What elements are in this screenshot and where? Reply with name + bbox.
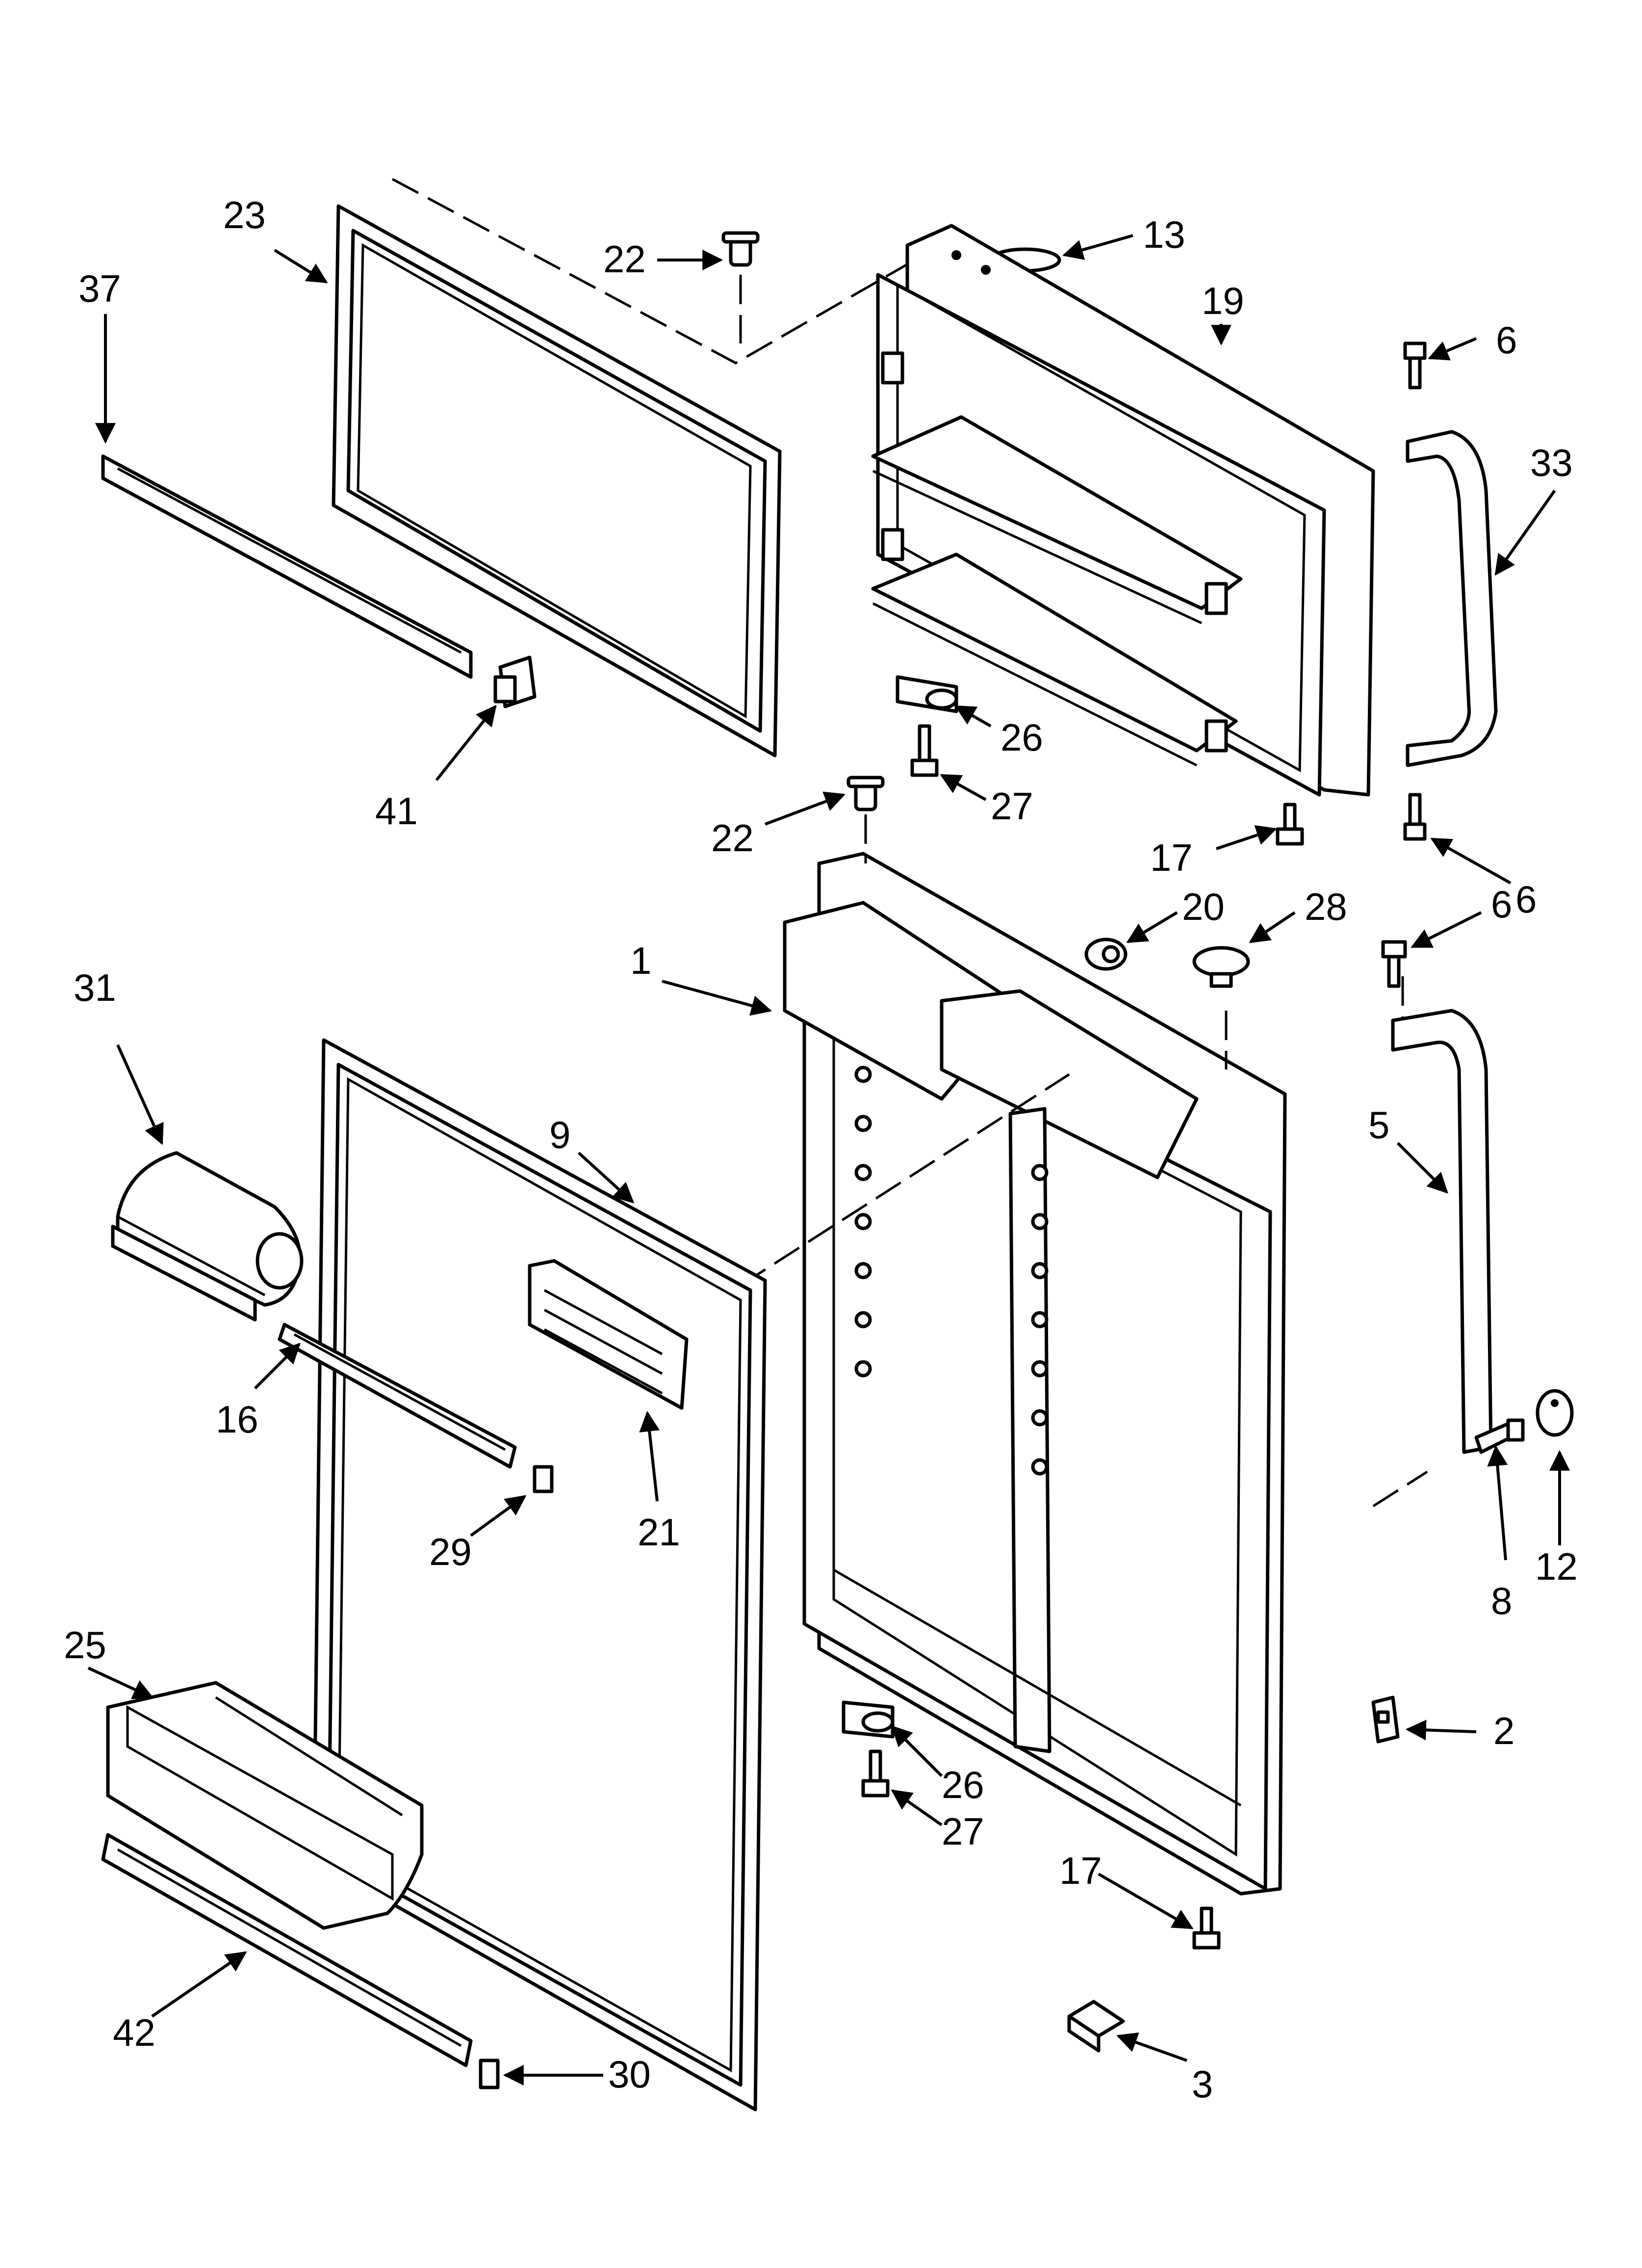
part-1-refrigerator-door — [783, 852, 1287, 1896]
callout-25: 25 — [64, 1623, 106, 1667]
callout-22-mid: 22 — [711, 816, 754, 860]
part-26-freezer-hinge-bracket — [896, 675, 958, 713]
callout-8: 8 — [1491, 1579, 1512, 1622]
callout-26-top: 26 — [1001, 716, 1043, 759]
part-22-top-plug — [721, 231, 760, 267]
fridge-alignment-line — [740, 814, 1428, 1508]
part-42-bin-rail — [101, 1833, 473, 2067]
part-19-freezer-door — [871, 224, 1375, 797]
callout-5: 5 — [1368, 1103, 1389, 1147]
callout-31: 31 — [74, 966, 116, 1009]
part-41-rail-end-cap — [493, 655, 537, 708]
part-21-shelf-front — [528, 1259, 689, 1410]
callout-42: 42 — [113, 2011, 155, 2054]
part-26-fridge-hinge-bracket — [842, 1700, 895, 1739]
callout-20: 20 — [1182, 885, 1225, 928]
callout-16: 16 — [216, 1398, 258, 1441]
part-17-fridge-screw — [1192, 1906, 1221, 1950]
part-37-shelf-rail — [101, 454, 473, 679]
part-29-rail-end-cap — [533, 1465, 554, 1493]
callout-22-top: 22 — [603, 237, 646, 281]
callout-30: 30 — [608, 2053, 651, 2096]
part-6-fridge-handle-screw — [1381, 940, 1407, 988]
part-27-fridge-hinge-screw — [861, 1749, 890, 1798]
callout-33: 33 — [1530, 441, 1573, 484]
part-33-freezer-handle — [1406, 430, 1498, 767]
callout-1: 1 — [630, 939, 651, 982]
part-20-stop — [1084, 938, 1128, 971]
callout-13: 13 — [1143, 213, 1185, 256]
callout-26-bottom: 26 — [942, 1763, 984, 1806]
part-30-rail-end-cap — [479, 2059, 500, 2089]
part-22-middle-plug — [847, 776, 885, 811]
callout-29: 29 — [429, 1530, 472, 1573]
part-25-door-bin — [106, 1681, 424, 1930]
part-8-screw — [1474, 1418, 1525, 1454]
part-12-screw-cover — [1536, 1389, 1574, 1437]
part-28-plug-button — [1192, 946, 1250, 988]
callout-28: 28 — [1305, 885, 1347, 928]
part-31-dairy-door — [111, 1151, 304, 1322]
leader-lines — [87, 234, 1570, 2086]
callout-23: 23 — [223, 193, 266, 236]
callout-6-top: 6 — [1496, 318, 1517, 362]
callout-2: 2 — [1493, 1709, 1514, 1752]
part-16-shelf-rail — [278, 1323, 517, 1469]
part-2-hinge-cover — [1371, 1695, 1400, 1744]
callout-27-bottom: 27 — [942, 1810, 984, 1853]
part-3-bottom-hinge-cover — [1067, 2000, 1125, 2053]
callout-41: 41 — [375, 789, 418, 833]
part-27-freezer-hinge-screw — [910, 724, 939, 777]
callout-21: 21 — [638, 1511, 680, 1554]
part-6-handle-screw-mid — [1403, 793, 1427, 841]
part-6-handle-screw-top — [1403, 341, 1427, 390]
callout-12: 12 — [1535, 1545, 1578, 1588]
part-23-freezer-gasket — [332, 204, 782, 757]
callout-labels: 37 23 22 13 19 6 33 41 26 27 22 17 6 20 … — [64, 193, 1578, 2106]
part-17-freezer-screw — [1276, 803, 1304, 846]
callout-17-bottom: 17 — [1059, 1849, 1102, 1892]
part-9-fridge-gasket — [312, 1038, 767, 2112]
callout-17-top: 17 — [1150, 836, 1193, 879]
callout-37: 37 — [78, 267, 121, 310]
callout-27-top: 27 — [991, 784, 1033, 828]
part-5-refrigerator-handle — [1391, 1009, 1493, 1454]
callout-6-bottom: 6 — [1491, 883, 1512, 926]
callout-3: 3 — [1192, 2062, 1213, 2106]
callout-6-mid: 6 — [1515, 878, 1537, 921]
callout-9: 9 — [549, 1113, 570, 1156]
callout-19: 19 — [1202, 279, 1244, 322]
